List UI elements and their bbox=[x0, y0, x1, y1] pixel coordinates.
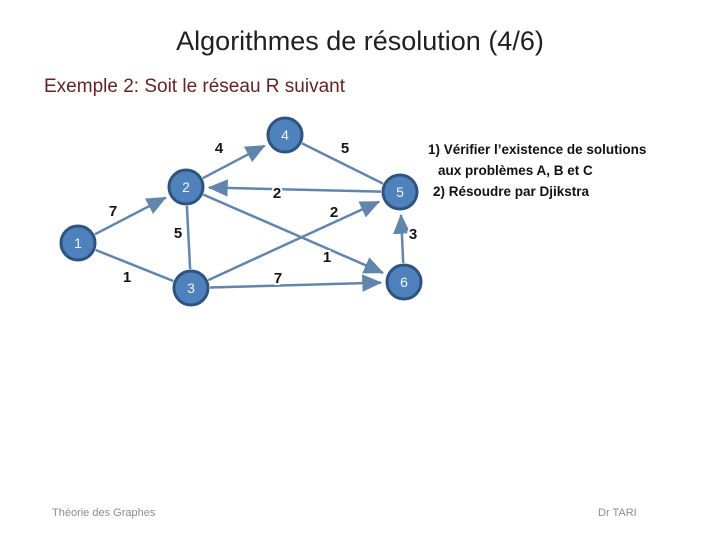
exercise-instructions: 1) Vérifier l’existence de solutions aux… bbox=[428, 139, 714, 202]
graph-edge-4-5 bbox=[301, 142, 384, 185]
edge-weight-label-1-3: 1 bbox=[123, 269, 131, 286]
graph-edge-2-4 bbox=[202, 144, 266, 180]
graph-edge-6-5 bbox=[393, 213, 411, 264]
edge-weight-label-6-5: 3 bbox=[409, 226, 417, 243]
edge-weight-label-3-5: 2 bbox=[330, 204, 338, 221]
graph-node-label-3: 3 bbox=[187, 280, 195, 296]
graph-node-5 bbox=[381, 173, 419, 211]
graph-edge-2-6 bbox=[202, 193, 385, 274]
graph-node-label-1: 1 bbox=[74, 235, 82, 251]
graph-node-3 bbox=[172, 269, 210, 307]
graph-node-label-4: 4 bbox=[281, 127, 289, 143]
graph-node-1 bbox=[59, 224, 97, 262]
graph-node-6 bbox=[385, 263, 423, 301]
graph-node-4 bbox=[266, 116, 304, 154]
instruction-line-2: aux problèmes A, B et C bbox=[438, 163, 593, 178]
edge-weight-label-1-2: 7 bbox=[109, 203, 117, 220]
graph-node-label-2: 2 bbox=[182, 179, 190, 195]
graph-node-label-5: 5 bbox=[396, 184, 404, 200]
graph-edge-2-3 bbox=[185, 205, 192, 270]
edge-weight-label-3-6: 7 bbox=[274, 270, 282, 287]
graph-node-2 bbox=[167, 168, 205, 206]
instruction-line-1: 1) Vérifier l’existence de solutions bbox=[428, 142, 647, 157]
edge-weight-label-2-4: 4 bbox=[215, 140, 224, 157]
footer-course-name: Théorie des Graphes bbox=[52, 507, 156, 519]
instruction-line-3: 2) Résoudre par Djikstra bbox=[433, 184, 590, 199]
slide-subtitle: Exemple 2: Soit le réseau R suivant bbox=[44, 76, 345, 97]
graph-node-label-6: 6 bbox=[400, 274, 408, 290]
edge-weight-label-2-6: 1 bbox=[323, 249, 331, 266]
graph-edge-1-3 bbox=[95, 248, 174, 283]
graph-edge-3-6 bbox=[209, 274, 383, 292]
edge-weight-label-5-2: 2 bbox=[273, 185, 281, 202]
slide-title: Algorithmes de résolution (4/6) bbox=[176, 26, 544, 56]
edge-weight-label-2-3: 5 bbox=[174, 225, 182, 242]
graph-edge-1-2 bbox=[94, 196, 167, 236]
footer-author: Dr TARI bbox=[598, 507, 637, 519]
graph-edge-3-5 bbox=[207, 200, 381, 282]
graph-edge-5-2 bbox=[207, 179, 382, 197]
edge-weight-label-4-5: 5 bbox=[341, 140, 349, 157]
